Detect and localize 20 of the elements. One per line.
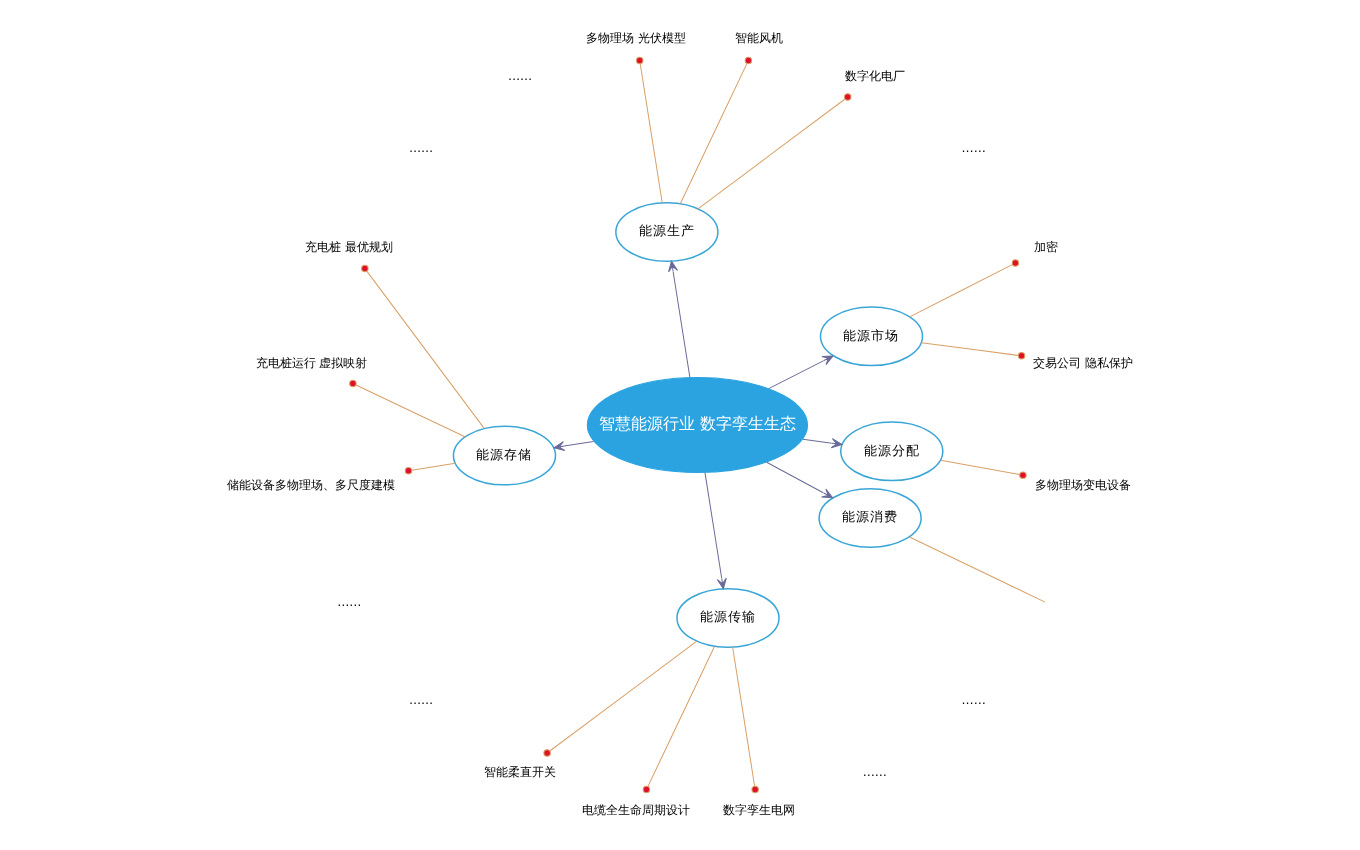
node-ellipse: 智慧能源行业 数字孪生生态	[586, 377, 809, 473]
connector	[940, 459, 1027, 479]
connector	[732, 646, 759, 794]
connector	[635, 56, 663, 204]
connector	[349, 379, 466, 438]
connector	[404, 462, 456, 475]
connector	[543, 640, 698, 757]
arrow	[802, 438, 843, 449]
connector	[909, 536, 1046, 603]
connector	[361, 264, 485, 429]
arrow	[553, 440, 595, 452]
arrow	[766, 461, 834, 499]
arrow	[704, 472, 727, 590]
connector	[679, 56, 753, 205]
arrow	[668, 260, 691, 378]
connector	[920, 342, 1026, 360]
connector	[909, 259, 1020, 318]
connector	[697, 93, 852, 210]
connector	[642, 645, 715, 794]
arrow	[768, 355, 834, 390]
